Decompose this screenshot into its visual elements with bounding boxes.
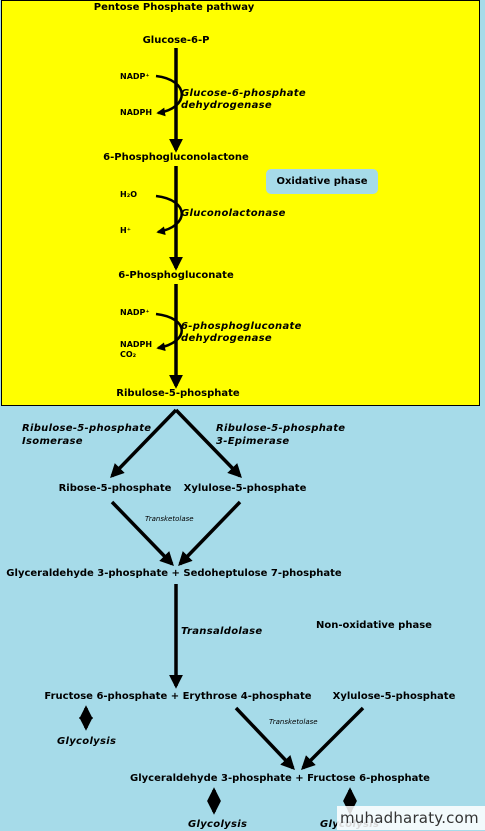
oxidative-phase-region (1, 0, 480, 406)
cofactor-nadp-2: NADP⁺ (120, 308, 150, 317)
arrow-e4p-to-g3p (234, 706, 295, 771)
metabolite-xylulose-5-phosphate-2: Xylulose-5-phosphate (332, 691, 456, 702)
enzyme-epimerase-line2: 3-Epimerase (216, 436, 290, 447)
arrow-ribulose-to-xylulose (174, 408, 242, 479)
cofactor-nadp-1: NADP⁺ (120, 72, 150, 81)
cofactor-h-plus: H⁺ (120, 226, 131, 235)
cofactor-nadph-1: NADPH (120, 108, 153, 117)
metabolite-glucose-6-p: Glucose-6-P (142, 35, 210, 46)
cofactor-co2: CO₂ (120, 350, 137, 359)
metabolite-xylulose-5-phosphate: Xylulose-5-phosphate (183, 483, 307, 494)
diagram-title: Pentose Phosphate pathway (93, 2, 255, 13)
enzyme-6pgd-line2: dehydrogenase (181, 333, 272, 344)
metabolite-6-phosphogluconate: 6-Phosphogluconate (118, 270, 234, 281)
enzyme-isomerase-line2: Isomerase (22, 436, 83, 447)
cofactor-curve-3 (155, 312, 183, 352)
watermark-text: muhadharaty.com (337, 806, 485, 830)
enzyme-transaldolase: Transaldolase (181, 626, 263, 637)
metabolite-f6p-e4p: Fructose 6-phosphate + Erythrose 4-phosp… (44, 691, 312, 702)
metabolite-g3p-s7p: Glyceraldehyde 3-phosphate + Sedoheptulo… (6, 568, 342, 579)
metabolite-6-phosphogluconolactone: 6-Phosphogluconolactone (103, 152, 249, 163)
arrow-xylulose2-to-g3p (301, 706, 365, 770)
outcome-glycolysis-2: Glycolysis (188, 819, 248, 830)
cofactor-curve-2 (155, 194, 183, 236)
metabolite-g3p-f6p: Glyceraldehyde 3-phosphate + Fructose 6-… (130, 773, 430, 784)
metabolite-ribose-5-phosphate: Ribose-5-phosphate (58, 483, 172, 494)
arrow-xylulose-to-g3p (178, 500, 242, 567)
enzyme-transketolase-1: Transketolase (145, 515, 194, 523)
cofactor-h2o: H₂O (120, 190, 137, 199)
enzyme-epimerase-line1: Ribulose-5-phosphate (216, 423, 346, 434)
cofactor-curve-1 (155, 74, 183, 117)
metabolite-ribulose-5-phosphate: Ribulose-5-phosphate (116, 388, 240, 399)
enzyme-gluconolactonase: Gluconolactonase (181, 208, 286, 219)
enzyme-6pgd-line1: 6-phosphogluconate (181, 321, 302, 332)
enzyme-g6pd-line2: dehydrogenase (181, 100, 272, 111)
oxidative-phase-label: Oxidative phase (266, 169, 378, 194)
enzyme-g6pd-line1: Glucose-6-phosphate (181, 88, 306, 99)
enzyme-isomerase-line1: Ribulose-5-phosphate (22, 423, 152, 434)
arrow-ribose-to-g3p (110, 500, 174, 567)
arrow-ribulose-to-ribose (110, 408, 178, 479)
outcome-glycolysis-1: Glycolysis (57, 736, 117, 747)
enzyme-transketolase-2: Transketolase (269, 718, 318, 726)
non-oxidative-phase-label: Non-oxidative phase (307, 612, 441, 638)
cofactor-nadph-2: NADPH (120, 340, 153, 349)
